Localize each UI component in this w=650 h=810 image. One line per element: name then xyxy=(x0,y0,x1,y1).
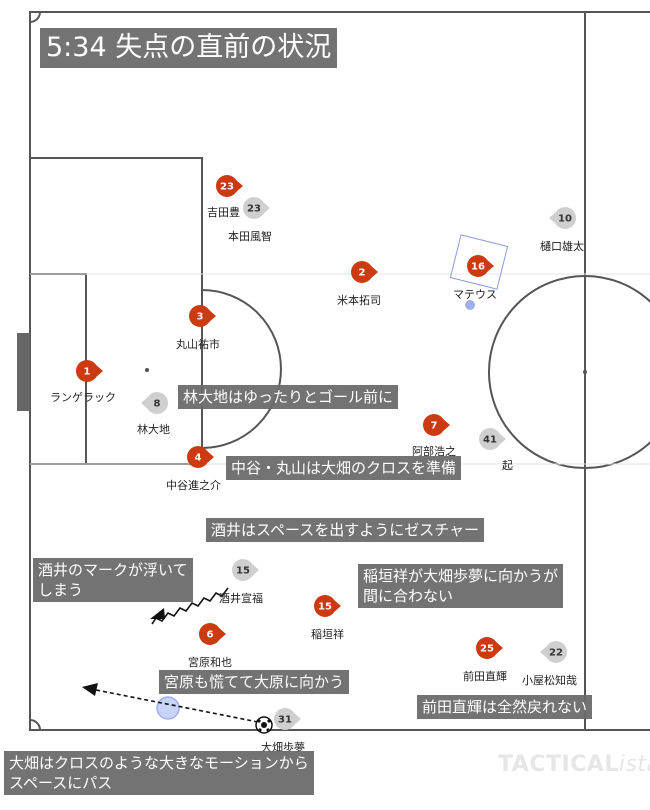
player-number: 23 xyxy=(220,182,234,193)
player-name: 大畑歩夢 xyxy=(261,740,305,754)
player-number: 31 xyxy=(278,715,292,726)
pitch-lines xyxy=(29,11,650,731)
player-number: 15 xyxy=(318,602,332,613)
player-name: 酒井宣福 xyxy=(219,591,263,605)
home-player-7-5: 7 阿部浩之 xyxy=(412,414,456,458)
player-marker xyxy=(216,175,238,197)
goal xyxy=(17,333,30,411)
player-marker xyxy=(232,559,254,581)
player-name: 米本拓司 xyxy=(337,293,381,307)
penalty-spot xyxy=(145,368,149,372)
player-name: 吉田豊 xyxy=(207,206,240,219)
player-marker xyxy=(351,261,373,283)
home-player-23-0: 23 吉田豊 xyxy=(207,175,243,219)
player-number: 1 xyxy=(84,367,91,378)
home-player-16-2: 16 マテウス xyxy=(453,255,497,301)
away-player-10-1: 10 樋口雄太 xyxy=(540,207,584,253)
player-number: 10 xyxy=(558,214,572,225)
away-player-23-0: 23 本田風智 xyxy=(228,197,272,243)
player-number: 4 xyxy=(195,453,202,464)
player-marker xyxy=(243,197,265,219)
mateus-highlight-box xyxy=(449,234,509,290)
home-player-15-7: 15 稲垣祥 xyxy=(311,595,344,641)
player-name: 小屋松知哉 xyxy=(522,673,577,687)
away-player-22-5: 22 小屋松知哉 xyxy=(522,641,577,687)
player-name: 林大地 xyxy=(137,422,170,436)
player-marker xyxy=(554,207,576,229)
player-name: 阿部浩之 xyxy=(412,444,456,458)
caption-ohata: 大畑はクロスのような大きなモーションから スペースにパス xyxy=(4,751,314,795)
player-name: マテウス xyxy=(453,288,497,301)
player-name: 起 xyxy=(502,459,513,472)
caption-maeda: 前田直輝は全然戻れない xyxy=(417,695,593,719)
player-number: 23 xyxy=(247,204,261,215)
player-marker xyxy=(314,595,336,617)
player-number: 41 xyxy=(483,435,497,446)
player-name: ランゲラック xyxy=(50,391,116,404)
player-name: 本田風智 xyxy=(228,229,272,243)
player-number: 25 xyxy=(480,644,494,655)
player-number: 8 xyxy=(154,399,161,410)
player-marker xyxy=(476,637,498,659)
away-player-8-2: 8 林大地 xyxy=(137,392,170,436)
home-player-4-6: 4 中谷進之介 xyxy=(166,446,221,492)
player-number: 7 xyxy=(431,421,438,432)
pass-target-space xyxy=(156,696,180,720)
player-name: 稲垣祥 xyxy=(311,627,344,641)
player-marker xyxy=(545,641,567,663)
player-name: 宮原和也 xyxy=(188,655,232,669)
away-player-15-4: 15 酒井宣福 xyxy=(219,559,263,605)
pass-arrow xyxy=(82,683,259,723)
caption-nakatani: 中谷・丸山は大畑のクロスを準備 xyxy=(226,456,462,480)
home-player-25-9: 25 前田直輝 xyxy=(463,637,507,683)
player-number: 16 xyxy=(471,262,485,273)
center-spot xyxy=(583,370,587,374)
home-player-3-3: 3 丸山祐市 xyxy=(176,305,220,351)
page-title: 5:34 失点の直前の状況 xyxy=(40,28,338,68)
mateus-space-marker xyxy=(465,300,475,310)
player-marker xyxy=(187,446,209,468)
player-marker xyxy=(423,414,445,436)
caption-sakai-gesture: 酒井はスペースを出すようにゼスチャー xyxy=(206,518,485,542)
home-players: 23 吉田豊 2 米本拓司 16 マテウス 3 丸山祐市 1 ランゲラック 7 阿部浩之 4 中谷進之介 1… xyxy=(50,175,507,683)
home-player-1-4: 1 ランゲラック xyxy=(50,360,116,404)
brand-main: TACTICAL xyxy=(498,752,619,777)
player-number: 15 xyxy=(236,566,250,577)
player-marker xyxy=(189,305,211,327)
player-marker xyxy=(199,623,221,645)
soccer-ball xyxy=(255,716,273,734)
player-marker xyxy=(146,392,168,414)
caption-sakai-mark: 酒井のマークが浮いて しまう xyxy=(33,558,193,602)
player-number: 3 xyxy=(197,312,204,323)
player-number: 6 xyxy=(207,630,214,641)
player-name: 前田直輝 xyxy=(463,669,507,683)
player-marker xyxy=(467,255,489,277)
home-player-6-8: 6 宮原和也 xyxy=(188,623,232,669)
sakai-run-arrow xyxy=(150,587,229,625)
brand-script: ista xyxy=(618,752,650,777)
caption-miyahara: 宮原も慌てて大原に向かう xyxy=(159,670,350,694)
brand-watermark: TACTICALista xyxy=(498,752,650,777)
player-marker xyxy=(274,708,296,730)
player-name: 樋口雄太 xyxy=(540,239,584,253)
caption-inagaki: 稲垣祥が大畑歩夢に向かうが 間に合わない xyxy=(358,564,564,608)
away-player-41-3: 41 起 xyxy=(479,428,513,472)
player-name: 中谷進之介 xyxy=(166,478,221,492)
player-marker xyxy=(76,360,98,382)
home-player-2-1: 2 米本拓司 xyxy=(337,261,381,307)
player-name: 丸山祐市 xyxy=(176,337,220,351)
player-number: 22 xyxy=(549,648,563,659)
away-player-31-6: 31 大畑歩夢 xyxy=(261,708,305,754)
player-marker xyxy=(479,428,501,450)
player-number: 2 xyxy=(359,268,366,279)
caption-hayashi: 林大地はゆったりとゴール前に xyxy=(178,385,399,409)
